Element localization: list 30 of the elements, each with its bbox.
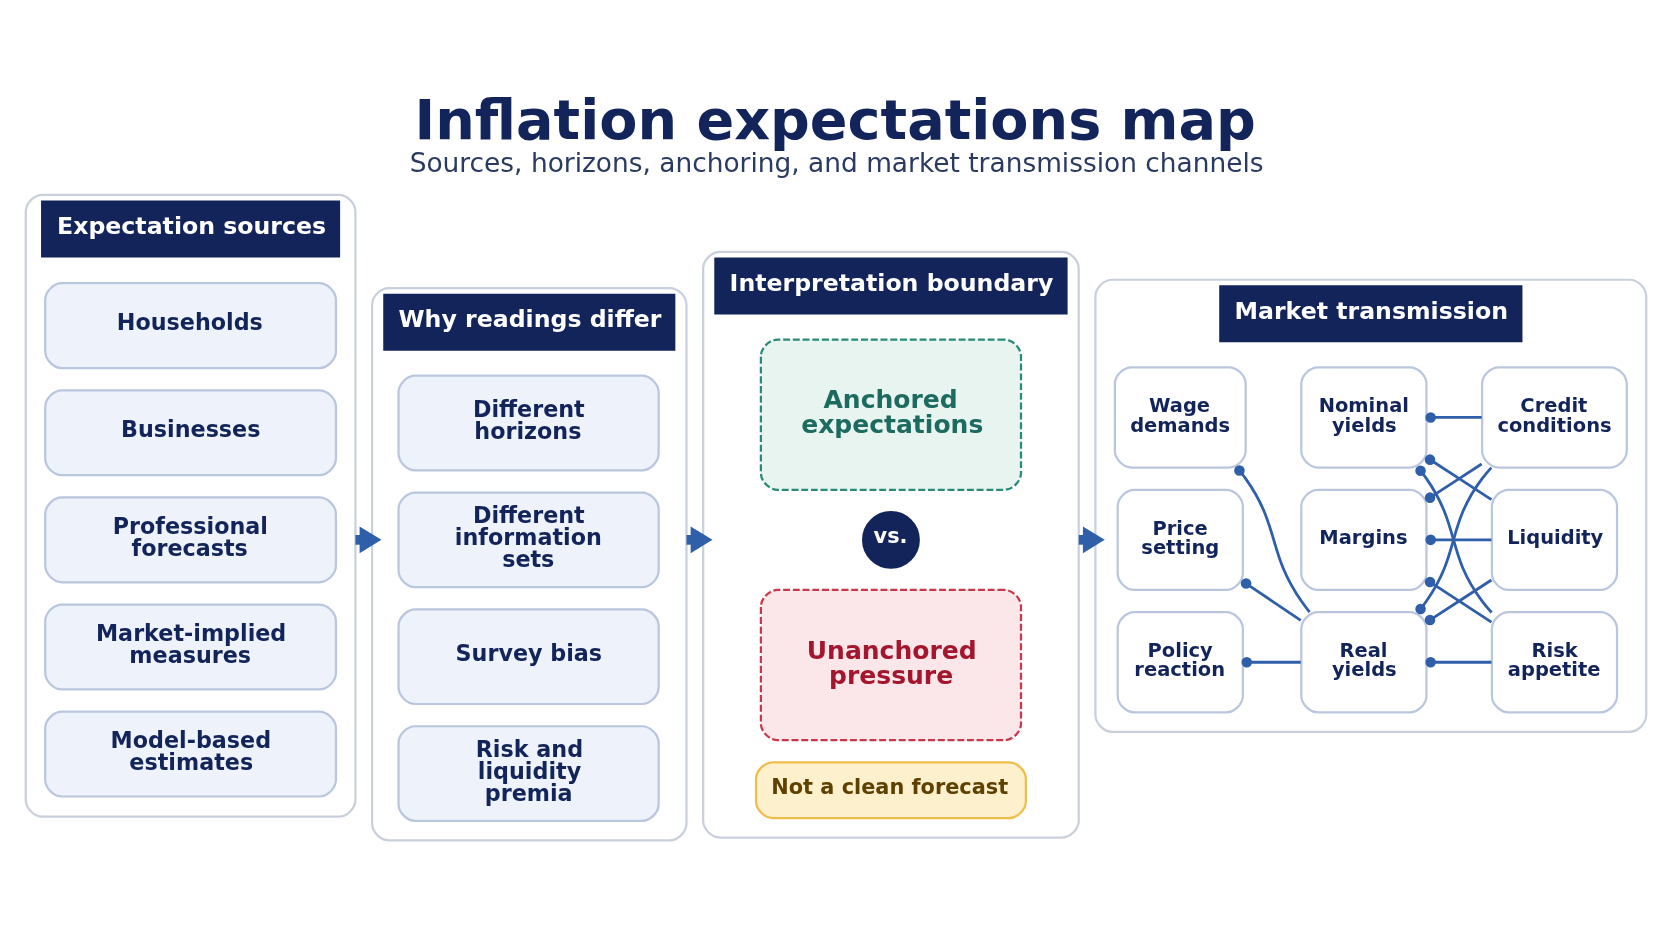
connector — [1424, 462, 1483, 503]
connector — [1240, 577, 1302, 622]
node-box: Policy reaction — [1116, 610, 1244, 713]
node-box: Market-implied measures — [44, 602, 338, 690]
connector — [1425, 534, 1492, 545]
node-box: Not a clean forecast — [754, 760, 1027, 819]
node-box: Risk and liquidity premia — [397, 724, 660, 822]
node-box: Margins — [1300, 488, 1428, 591]
connector — [1425, 656, 1492, 668]
node-box: Different information sets — [397, 490, 660, 588]
node-box: Professional forecasts — [44, 495, 338, 583]
node-box: Wage demands — [1113, 365, 1247, 469]
node-box: Credit conditions — [1481, 365, 1628, 469]
node-box: Liquidity — [1490, 488, 1619, 591]
node-box: Different horizons — [397, 374, 660, 471]
connector — [1234, 464, 1311, 613]
connector — [1424, 453, 1493, 501]
node-box: Price setting — [1116, 488, 1244, 591]
node-box: Unanchored pressure — [759, 588, 1023, 741]
node-box: Model-based estimates — [44, 710, 338, 798]
node-circle: vs. — [862, 510, 920, 569]
node-box: Nominal yields — [1300, 365, 1428, 469]
node-box: Households — [44, 281, 338, 369]
node-box: Risk appetite — [1490, 610, 1619, 713]
node-box: Real yields — [1300, 610, 1428, 713]
node-box: Survey bias — [397, 607, 660, 705]
connector — [1425, 411, 1482, 423]
node-box: Anchored expectations — [759, 337, 1023, 491]
connector — [1241, 656, 1301, 668]
node-box: Businesses — [44, 388, 338, 476]
